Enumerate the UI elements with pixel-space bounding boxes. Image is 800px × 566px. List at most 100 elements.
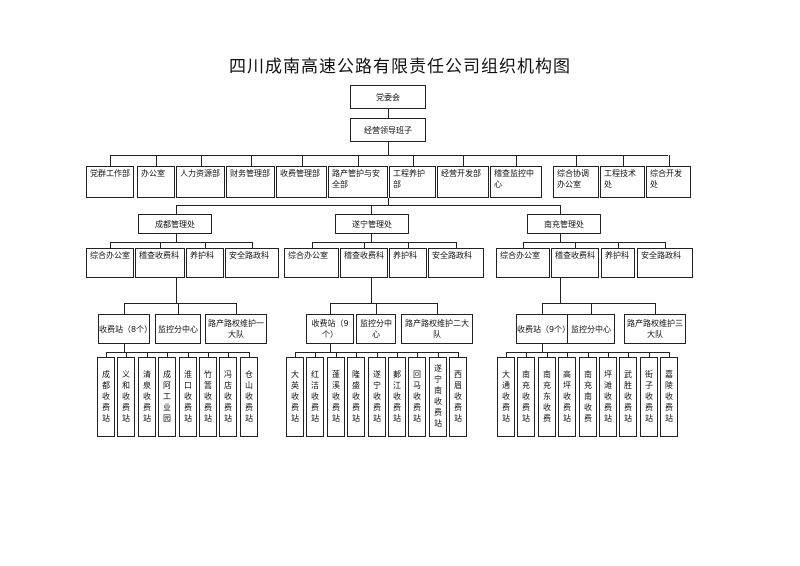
toll-station-box: 红洁收费站 xyxy=(306,357,324,437)
unit-box: 收费站（9个） xyxy=(516,314,568,344)
connector-line xyxy=(178,303,179,314)
connector-line xyxy=(110,242,252,243)
section-box: 养护科 xyxy=(186,248,224,278)
toll-station-box: 遂宁收费站 xyxy=(368,357,386,437)
connector-line xyxy=(463,155,464,166)
section-box: 稽查收费科 xyxy=(340,248,388,278)
toll-station-box: 南充收费站 xyxy=(517,357,535,437)
connector-line xyxy=(523,242,524,248)
connector-line xyxy=(376,303,377,314)
connector-line xyxy=(576,155,577,166)
connector-line xyxy=(408,242,409,248)
connector-line xyxy=(506,352,669,353)
connector-line xyxy=(669,352,670,357)
connector-line xyxy=(228,352,229,357)
connector-line xyxy=(371,278,372,303)
party-committee-box: 党委会 xyxy=(350,85,426,109)
connector-line xyxy=(665,242,666,248)
department-box: 经营开发部 xyxy=(437,166,489,198)
connector-line xyxy=(176,234,177,242)
connector-line xyxy=(655,303,656,314)
connector-line xyxy=(458,352,459,357)
department-box: 路产管护与安全部 xyxy=(328,166,388,198)
connector-line xyxy=(588,352,589,357)
connector-line xyxy=(438,352,439,357)
toll-station-box: 西眉收费站 xyxy=(449,357,467,437)
branch-office-box: 南充管理处 xyxy=(527,214,601,234)
toll-station-box: 蓬溪收费站 xyxy=(327,357,345,437)
connector-line xyxy=(330,303,331,314)
connector-line xyxy=(205,242,206,248)
section-box: 稽查收费科 xyxy=(551,248,599,278)
connector-line xyxy=(251,155,252,166)
toll-station-box: 高坪收费站 xyxy=(558,357,576,437)
connector-line xyxy=(567,352,568,357)
connector-line xyxy=(628,352,629,357)
unit-box: 路产路权维护三大队 xyxy=(624,314,686,344)
toll-station-box: 成都收费站 xyxy=(97,357,115,437)
toll-station-box: 冯店收费站 xyxy=(219,357,237,437)
connector-line xyxy=(167,352,168,357)
connector-line xyxy=(110,155,668,156)
connector-line xyxy=(417,352,418,357)
connector-line xyxy=(110,155,111,166)
toll-station-box: 坪滩收费站 xyxy=(599,357,617,437)
connector-line xyxy=(188,352,189,357)
connector-line xyxy=(312,242,313,248)
department-box: 人力资源部 xyxy=(176,166,225,198)
connector-line xyxy=(124,303,125,314)
connector-line xyxy=(126,352,127,357)
connector-line xyxy=(208,352,209,357)
connector-line xyxy=(669,155,670,166)
connector-line xyxy=(330,303,437,304)
section-box: 养护科 xyxy=(601,248,635,278)
department-box: 党群工作部 xyxy=(86,166,134,198)
connector-line xyxy=(397,352,398,357)
toll-station-box: 清泉收费站 xyxy=(138,357,156,437)
connector-line xyxy=(542,303,655,304)
toll-station-box: 大英收费站 xyxy=(286,357,304,437)
connector-line xyxy=(330,344,331,352)
connector-line xyxy=(106,352,249,353)
toll-station-box: 大通收费站 xyxy=(497,357,515,437)
connector-line xyxy=(176,278,177,303)
toll-station-box: 成阿工业园 xyxy=(158,357,176,437)
unit-box: 收费站（8个） xyxy=(98,314,150,344)
section-box: 安全路政科 xyxy=(428,248,484,278)
connector-line xyxy=(295,352,296,357)
connector-line xyxy=(236,303,237,314)
toll-station-box: 街子收费站 xyxy=(640,357,658,437)
connector-line xyxy=(377,352,378,357)
connector-line xyxy=(413,155,414,166)
connector-line xyxy=(176,205,177,214)
connector-line xyxy=(124,344,125,352)
connector-line xyxy=(371,234,372,242)
connector-line xyxy=(106,352,107,357)
page-title: 四川成南高速公路有限责任公司组织机构图 xyxy=(229,57,571,77)
connector-line xyxy=(608,352,609,357)
section-box: 安全路政科 xyxy=(225,248,279,278)
connector-line xyxy=(388,142,389,155)
section-box: 综合办公室 xyxy=(86,248,134,278)
leadership-box: 经营领导班子 xyxy=(350,118,426,142)
connector-line xyxy=(560,278,561,303)
connector-line xyxy=(560,205,561,214)
connector-line xyxy=(156,155,157,166)
connector-line xyxy=(176,205,560,206)
connector-line xyxy=(618,242,619,248)
branch-office-box: 遂宁管理处 xyxy=(335,214,409,234)
connector-line xyxy=(575,242,576,248)
connector-line xyxy=(388,109,389,118)
connector-line xyxy=(160,242,161,248)
connector-line xyxy=(315,352,316,357)
unit-box: 路产路权维护一大队 xyxy=(205,314,267,344)
unit-box: 监控分中心 xyxy=(567,314,615,344)
connector-line xyxy=(523,242,665,243)
connector-line xyxy=(516,155,517,166)
section-box: 安全路政科 xyxy=(637,248,693,278)
connector-line xyxy=(526,352,527,357)
department-box: 稽查监控中心 xyxy=(490,166,542,198)
section-box: 稽查收费科 xyxy=(135,248,185,278)
connector-line xyxy=(456,242,457,248)
connector-line xyxy=(437,303,438,314)
